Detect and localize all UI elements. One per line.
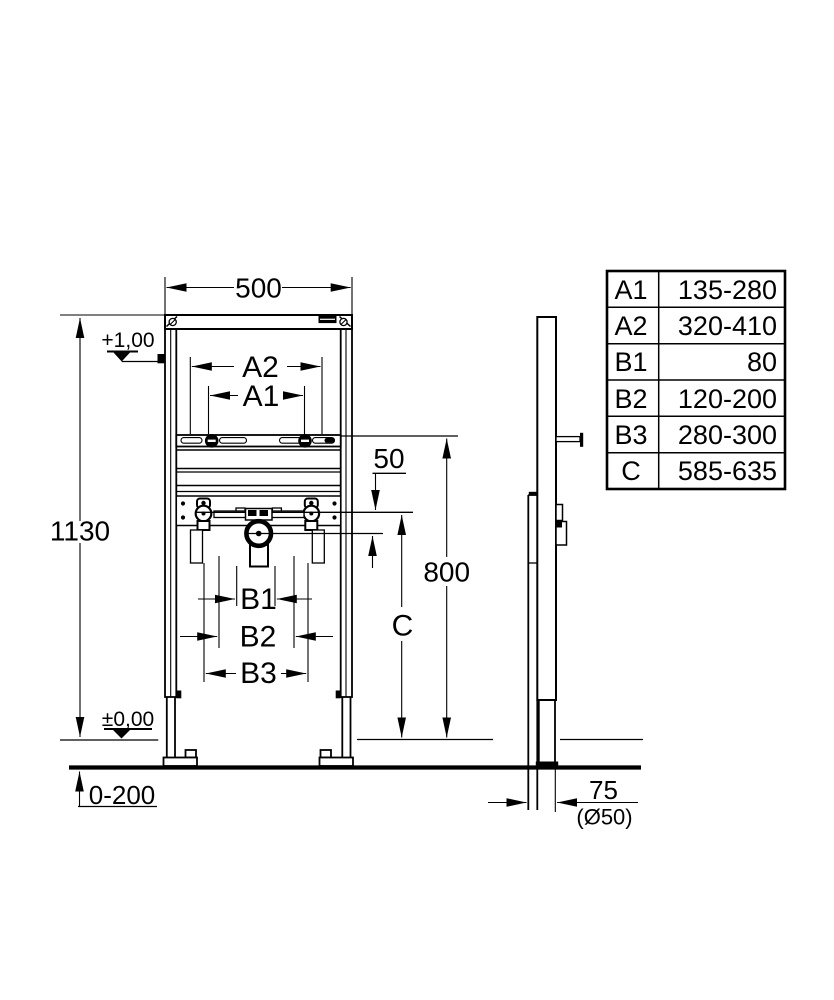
table-row-label: A1 [614,275,647,305]
floor-lines [60,738,643,770]
side-view [527,316,584,810]
dim-b1-label: B1 [240,583,277,616]
table-row-value: 120-200 [678,384,777,414]
table-row-value: 585-635 [678,456,777,486]
table-row-value: 80 [747,347,777,377]
level-zero-label: ±0,00 [102,708,154,731]
table-row: B2 120-200 [614,384,777,414]
table-row: C 585-635 [621,456,777,486]
table-row-label: C [621,456,641,486]
level-triangle-icon [113,352,130,362]
front-view [162,314,458,767]
table-row: B1 80 [614,347,777,377]
dim-800-label: 800 [423,557,470,588]
mounting-rail [175,434,342,448]
table-row-value: 135-280 [678,275,777,305]
side-profile [536,316,557,701]
foot-plate [318,756,354,767]
level-triangle-icon [113,730,130,739]
level-mark-zero: ±0,00 [102,708,154,739]
dim-75-label: 75 [589,775,618,805]
table-row-value: 320-410 [678,311,777,341]
dim-b3-label: B3 [240,657,277,690]
side-bracket [555,503,564,522]
table-row: A2 320-410 [614,311,777,341]
top-crossbar [164,314,353,330]
level-mark-top: +1,00 [101,329,166,364]
table-row: A1 135-280 [614,275,777,305]
dim-c-label: C [392,610,414,643]
table-row: B3 280-300 [614,420,777,450]
foot-plate [162,756,198,767]
table-row-label: A2 [614,311,647,341]
side-foot-plate [535,761,559,768]
threaded-stud [555,435,581,443]
dim-width-label: 500 [235,273,282,304]
dim-height-label: 1130 [50,516,110,547]
dim-a2-label: A2 [242,351,279,384]
side-bracket [555,520,568,546]
dim-pipe-dia-label: (Ø50) [576,805,632,830]
table-row-value: 280-300 [678,420,777,450]
table-row-label: B3 [614,420,647,450]
drain-socket [244,507,274,568]
dimension-table: A1 135-280 A2 320-410 B1 80 B2 120-200 B… [605,269,787,491]
water-connection-right [302,497,325,564]
water-connection-left [189,497,213,564]
dim-b2-label: B2 [240,621,277,654]
dimensions: 500 1130 A2 A1 50 800 C [50,273,638,830]
dim-floor-range-label: 0-200 [89,780,156,810]
dim-50-label: 50 [373,443,404,474]
dim-a1-label: A1 [243,380,280,413]
table-row-label: B2 [614,384,647,414]
level-top-label: +1,00 [101,329,154,352]
table-row-label: B1 [614,347,647,377]
